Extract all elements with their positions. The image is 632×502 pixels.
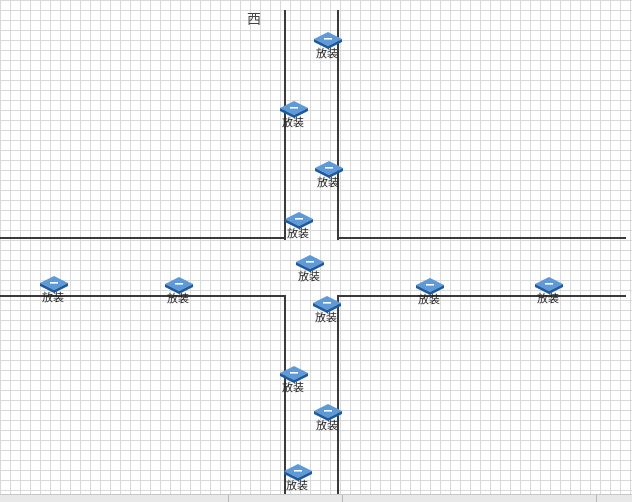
road-east-top-edge — [337, 237, 626, 239]
device-label: 放装 — [317, 176, 339, 189]
scrollbar-divider — [228, 495, 229, 502]
road-north-east-edge — [337, 10, 339, 240]
access-point-icon — [315, 161, 343, 178]
access-point-icon — [314, 404, 342, 421]
device-node[interactable]: 放装 — [289, 252, 329, 292]
device-node[interactable]: 放装 — [409, 275, 449, 315]
device-label: 放装 — [418, 293, 440, 306]
device-node[interactable]: 放装 — [307, 29, 347, 69]
road-west-bottom-edge — [0, 295, 286, 297]
road-north-west-edge — [284, 10, 286, 240]
direction-label-west: 西 — [247, 12, 261, 28]
device-label: 放装 — [287, 227, 309, 240]
device-node[interactable]: 放装 — [158, 274, 198, 314]
access-point-icon — [40, 276, 68, 293]
device-label: 放装 — [316, 47, 338, 60]
device-label: 放装 — [298, 270, 320, 283]
access-point-icon — [285, 212, 313, 229]
access-point-icon — [313, 296, 341, 313]
access-point-icon — [165, 277, 193, 294]
device-node[interactable]: 放装 — [306, 293, 346, 333]
horizontal-scrollbar[interactable] — [0, 494, 632, 502]
device-label: 放装 — [316, 419, 338, 432]
access-point-icon — [314, 32, 342, 49]
access-point-icon — [280, 366, 308, 383]
access-point-icon — [416, 278, 444, 295]
device-node[interactable]: 放装 — [308, 158, 348, 198]
device-node[interactable]: 放装 — [528, 274, 568, 314]
access-point-icon — [284, 464, 312, 481]
device-label: 放装 — [282, 116, 304, 129]
device-node[interactable]: 放装 — [273, 363, 313, 403]
device-label: 放装 — [286, 479, 308, 492]
access-point-icon — [296, 255, 324, 272]
scrollbar-divider — [596, 495, 597, 502]
device-node[interactable]: 放装 — [273, 98, 313, 138]
road-south-east-edge — [337, 295, 339, 495]
road-south-west-edge — [284, 295, 286, 495]
device-node[interactable]: 放装 — [307, 401, 347, 441]
road-east-bottom-edge — [337, 295, 626, 297]
device-node[interactable]: 放装 — [277, 461, 317, 501]
device-node[interactable]: 放装 — [278, 209, 318, 249]
device-node[interactable]: 放装 — [33, 273, 73, 313]
road-west-top-edge — [0, 237, 286, 239]
scrollbar-divider — [342, 495, 343, 502]
access-point-icon — [535, 277, 563, 294]
device-label: 放装 — [167, 292, 189, 305]
device-label: 放装 — [537, 292, 559, 305]
device-label: 放装 — [315, 311, 337, 324]
device-label: 放装 — [42, 291, 64, 304]
access-point-icon — [280, 101, 308, 118]
device-label: 放装 — [282, 381, 304, 394]
